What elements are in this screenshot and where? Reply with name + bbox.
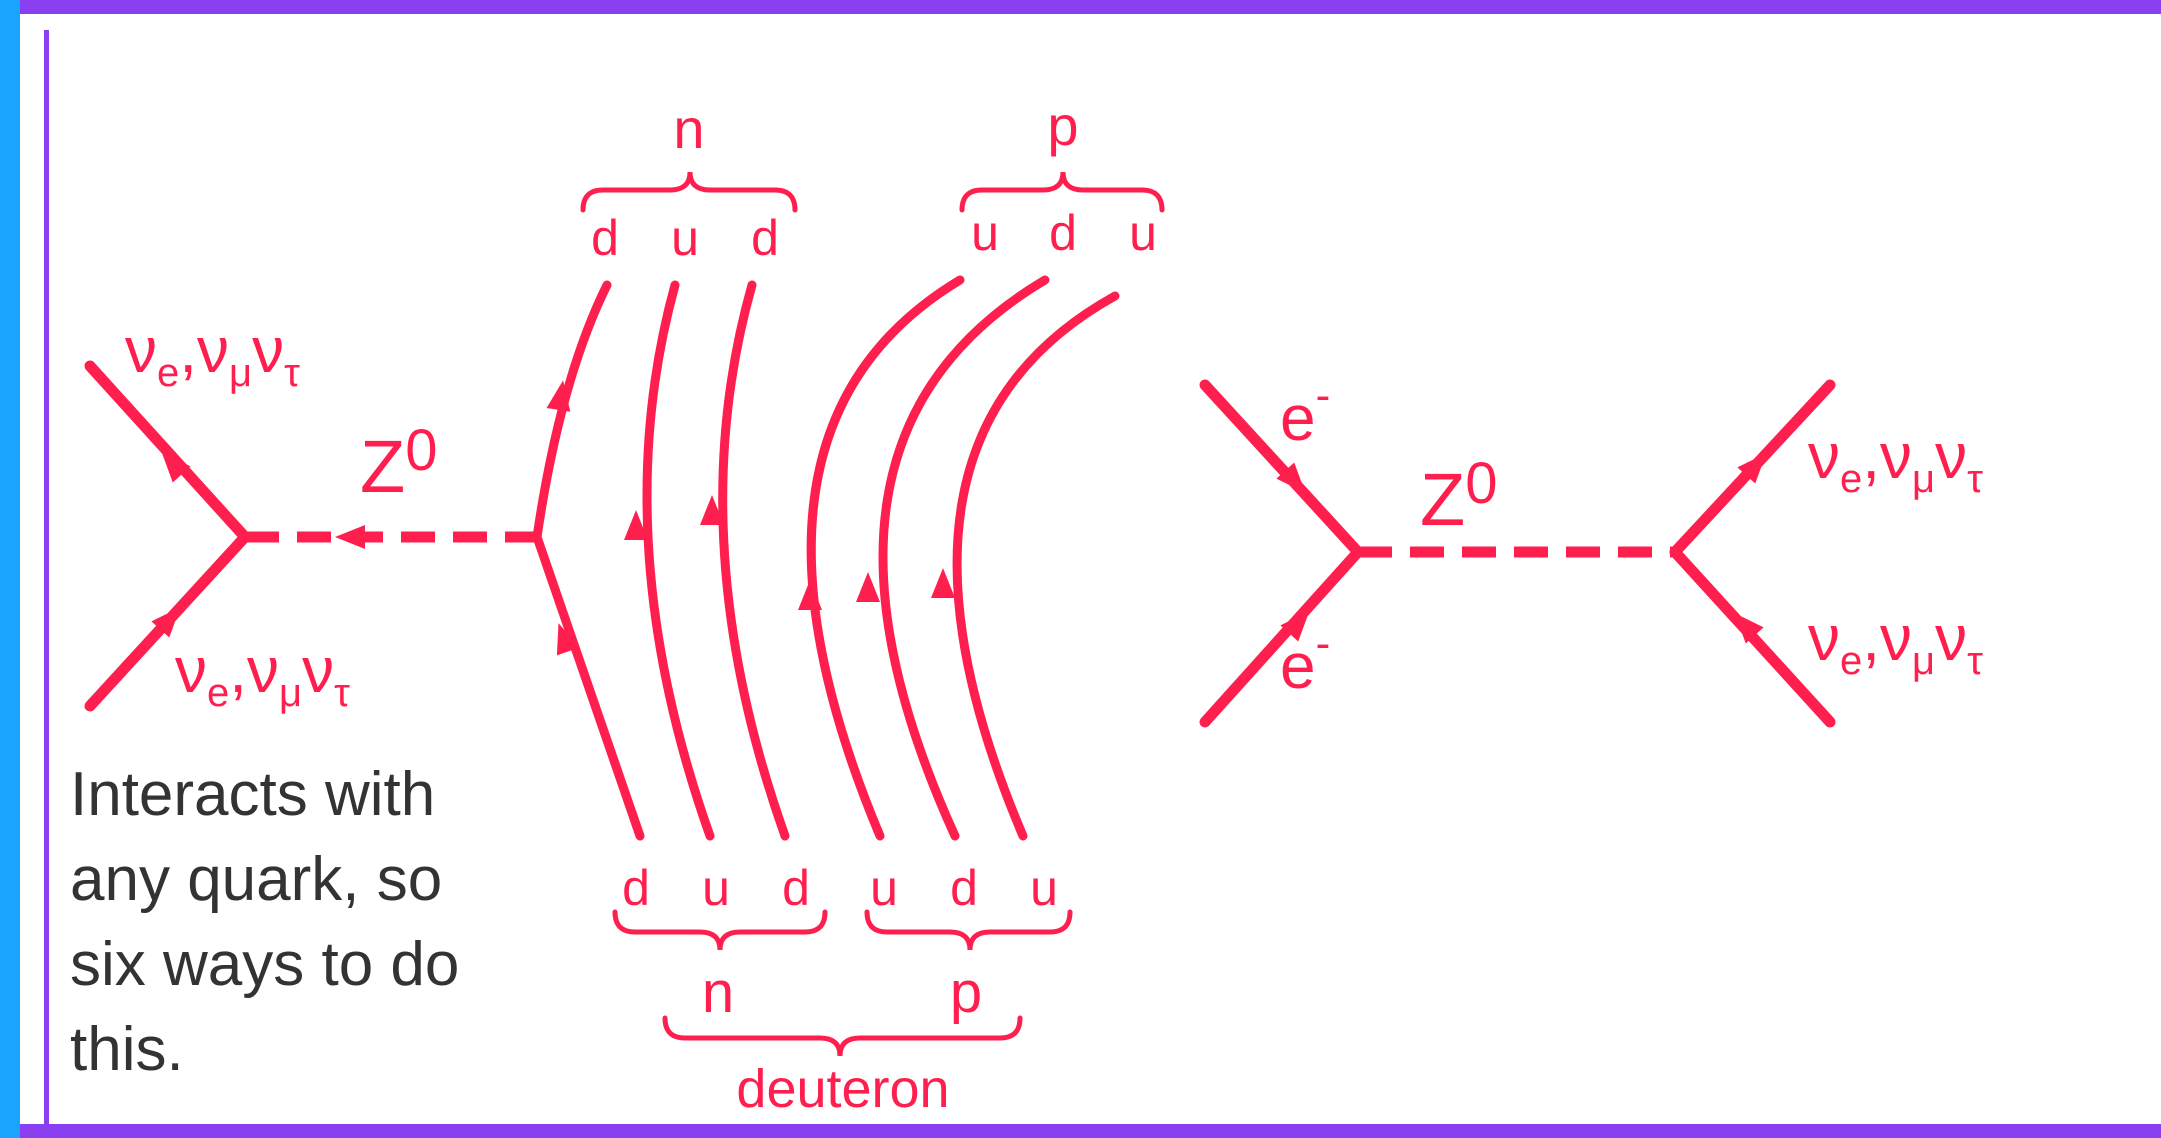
electron-label-top: e-: [1280, 371, 1330, 454]
arrow-electron-bottom: [1280, 611, 1310, 642]
top-neutron-label: n: [673, 97, 704, 160]
arrow-quark-5: [856, 572, 880, 602]
electron-label-bottom: e-: [1280, 619, 1330, 702]
arrow-z0-propagator: [335, 525, 365, 549]
bottom-quark-label-2: u: [702, 860, 730, 916]
quark-line-1: [532, 280, 645, 841]
electron-line-top: [1199, 379, 1364, 558]
brace-top-proton: [959, 171, 1165, 213]
electron-line-bottom: [1199, 546, 1364, 728]
z0-label-left: Z0: [360, 418, 437, 508]
arrow-electron-top: [1276, 462, 1306, 493]
top-quark-label-4: u: [971, 205, 999, 261]
brace-bottom-proton: [864, 909, 1073, 951]
brace-deuteron: [662, 1015, 1023, 1057]
bottom-proton-label: p: [950, 960, 982, 1025]
arrow-quark-4: [798, 580, 822, 610]
neutrino-out-label-bottom: νe,νμντ: [1808, 602, 1983, 683]
frame-bottom-border: [20, 1124, 2161, 1138]
quark-line-2: [642, 280, 715, 841]
top-proton-label: p: [1047, 94, 1078, 157]
frame-top-border: [20, 0, 2161, 14]
arrow-quark-1-lower: [556, 623, 580, 656]
frame-left-border: [0, 0, 20, 1138]
arrow-quark-2: [624, 510, 648, 540]
left-labels: νe,νμντ νe,νμντ Z0 n p d u d u d u d u d…: [125, 94, 1157, 1119]
note-line-3: six ways to do: [70, 930, 459, 999]
deuteron-label: deuteron: [736, 1059, 949, 1119]
top-quark-label-5: d: [1049, 205, 1077, 261]
note-line-4: this.: [70, 1015, 184, 1084]
frame-inner-left-border: [44, 30, 49, 1124]
bottom-neutron-label: n: [702, 960, 734, 1025]
brace-top-neutron: [580, 171, 798, 213]
neutrino-label-top: νe,νμντ: [125, 314, 300, 395]
z0-label-right: Z0: [1420, 451, 1497, 541]
right-labels: e- e- Z0 νe,νμντ νe,νμντ: [1280, 371, 1983, 702]
arrow-neutrino-out-bottom: [1734, 613, 1764, 644]
arrow-neutrino-top: [161, 452, 191, 483]
top-quark-label-3: d: [751, 210, 779, 266]
neutrino-label-bottom: νe,νμντ: [175, 634, 350, 715]
arrow-neutrino-out-top: [1737, 453, 1767, 484]
right-arrows: [1276, 453, 1767, 644]
bottom-quark-label-3: d: [782, 860, 810, 916]
top-quark-label-2: u: [671, 210, 699, 266]
note-line-1: Interacts with: [70, 760, 435, 829]
bottom-quark-label-5: d: [950, 860, 978, 916]
top-quark-label-1: d: [591, 210, 619, 266]
arrow-neutrino-bottom: [151, 607, 181, 638]
left-diagram: [84, 171, 1165, 1057]
neutrino-in-line-top: [84, 360, 251, 543]
interaction-note: Interacts with any quark, so six ways to…: [70, 760, 459, 1084]
quark-line-6: [952, 291, 1120, 841]
arrow-quark-6: [931, 568, 955, 598]
brace-bottom-neutron: [612, 909, 828, 951]
arrow-quark-1-upper: [546, 380, 571, 412]
top-quark-label-6: u: [1129, 205, 1157, 261]
bottom-quark-label-4: u: [870, 860, 898, 916]
quark-line-3: [718, 280, 790, 841]
bottom-quark-label-6: u: [1030, 860, 1058, 916]
bottom-quark-label-1: d: [622, 860, 650, 916]
arrow-quark-3: [700, 495, 724, 525]
left-arrows: [151, 380, 955, 656]
neutrino-out-label-top: νe,νμντ: [1808, 420, 1983, 501]
quark-line-4: [806, 275, 965, 841]
note-line-2: any quark, so: [70, 845, 442, 914]
quark-line-5: [878, 275, 1050, 841]
